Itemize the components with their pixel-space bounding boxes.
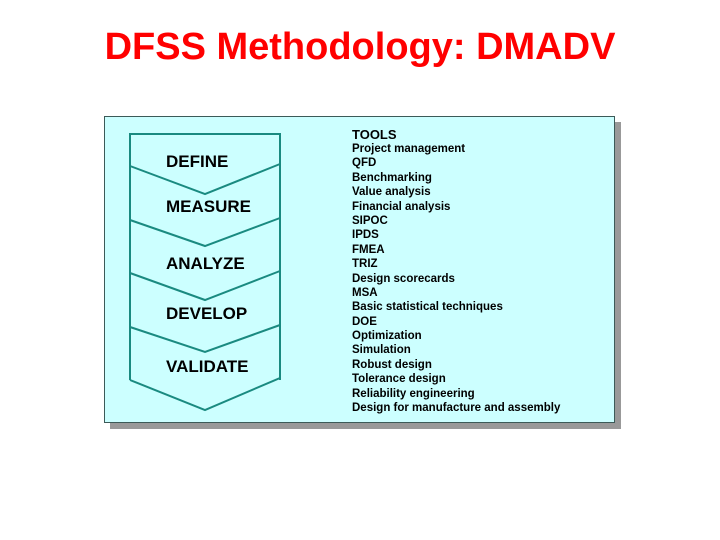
chevron-outline <box>129 133 281 380</box>
tools-list-panel: TOOLS Project management QFD Benchmarkin… <box>352 127 560 415</box>
tool-item: Design for manufacture and assembly <box>352 402 561 415</box>
tool-item: Simulation <box>352 344 411 357</box>
phase-validate: VALIDATE <box>166 357 249 376</box>
dmadv-panel <box>104 116 615 423</box>
tool-item: FMEA <box>352 243 385 256</box>
tool-item: Optimization <box>352 330 422 343</box>
tool-item: DOE <box>352 315 377 328</box>
tool-item: Reliability engineering <box>352 387 475 400</box>
tool-item: SIPOC <box>352 214 388 227</box>
tool-item: IPDS <box>352 229 379 242</box>
phase-develop: DEVELOP <box>166 304 248 323</box>
tool-item: TRIZ <box>352 258 378 271</box>
slide-title: DFSS Methodology: DMADV <box>104 26 616 68</box>
tool-item: Project management <box>352 143 466 155</box>
tool-item: Basic statistical techniques <box>352 301 503 314</box>
tool-item: Value analysis <box>352 186 431 199</box>
phase-define: DEFINE <box>166 152 229 171</box>
tool-item: Financial analysis <box>352 200 451 213</box>
phase-measure: MEASURE <box>166 197 252 216</box>
chevron-divider-develop <box>129 324 281 354</box>
chevron-divider-define <box>129 163 281 196</box>
chevron-divider-measure <box>129 217 281 248</box>
tool-item: Tolerance design <box>352 373 446 386</box>
tools-heading: TOOLS <box>352 127 397 142</box>
tool-item: Design scorecards <box>352 272 455 285</box>
tool-item: Benchmarking <box>352 171 432 184</box>
chevron-divider-analyze <box>129 270 281 302</box>
tool-item: QFD <box>352 157 377 170</box>
tool-item: Robust design <box>352 358 432 371</box>
tool-item: MSA <box>352 286 378 299</box>
tools-list: Project management QFD Benchmarking Valu… <box>352 142 560 415</box>
phase-analyze: ANALYZE <box>166 254 245 273</box>
chevron-divider-validate <box>129 377 281 412</box>
